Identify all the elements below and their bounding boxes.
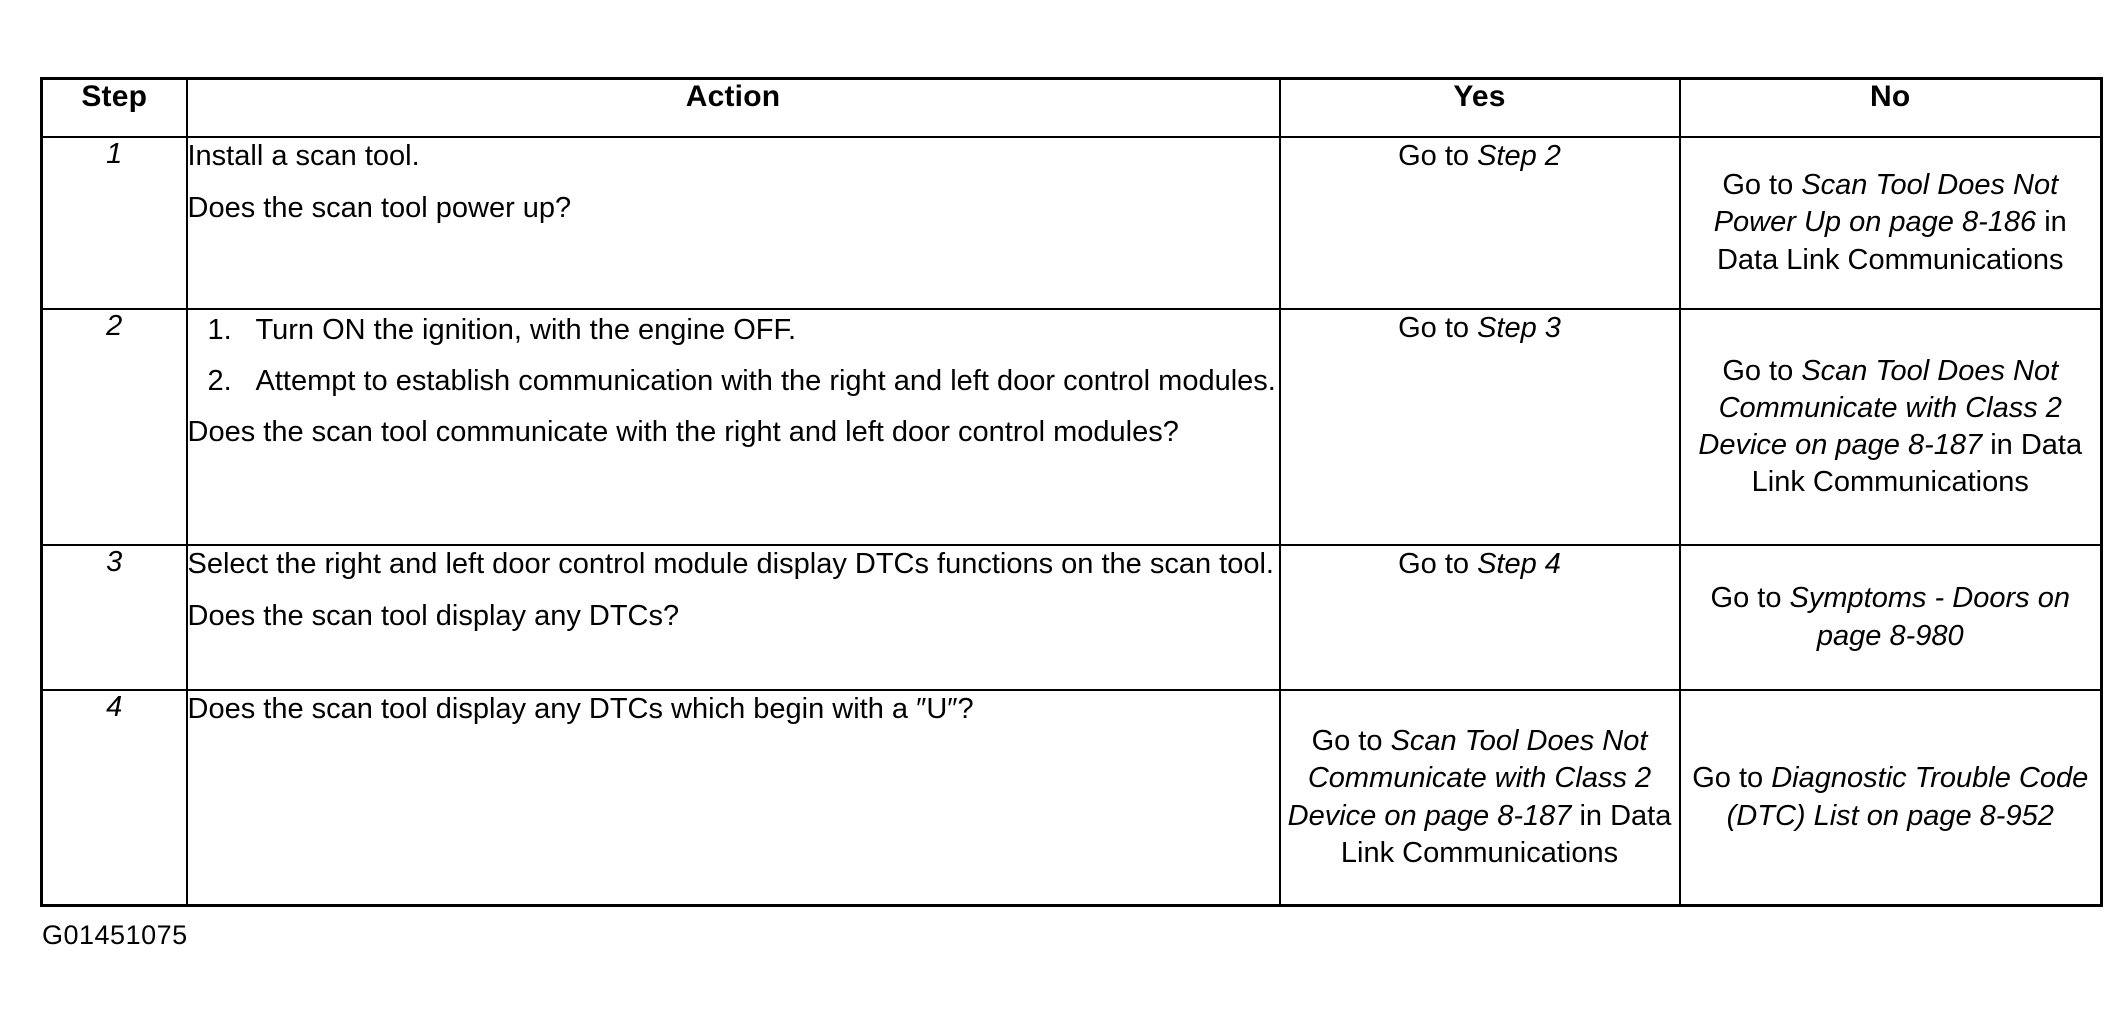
table-row: 1 Install a scan tool. Does the scan tool… [40, 136, 2103, 310]
action-paragraph: Does the scan tool display any DTCs whic… [187, 693, 974, 725]
cross-reference: Scan Tool Does Not Communicate with Clas… [1698, 354, 2062, 461]
branch-text: Go to [1722, 354, 1802, 387]
action-step-number: 2. [207, 365, 232, 398]
action-cell: Does the scan tool display any DTCs whic… [185, 689, 1281, 907]
cross-reference: Scan Tool Does Not Communicate with Clas… [1287, 725, 1652, 832]
action-content: 1. Turn ON the ignition, with the engine … [188, 312, 1279, 452]
yes-branch-cell: Go to Scan Tool Does Not Communicate wit… [1278, 689, 1681, 907]
step-number: 4 [40, 689, 188, 907]
branch-text: Go to [1398, 548, 1478, 580]
yes-branch-cell: Go to Step 2 [1278, 136, 1681, 310]
no-branch-text: Go to Scan Tool Does Not Communicate wit… [1681, 353, 2101, 501]
branch-text: Go to [1398, 140, 1478, 172]
action-step-number: 1. [207, 314, 232, 346]
branch-text: in Data Link Communications [1340, 799, 1672, 869]
column-header-yes: Yes [1278, 77, 1681, 138]
figure-id: G01451075 [42, 920, 188, 950]
branch-text: in Data Link Communications [1716, 206, 2067, 276]
cross-reference: Step 2 [1477, 140, 1561, 172]
action-paragraph: Select the right and left door control m… [187, 548, 1274, 580]
table-row: 4 Does the scan tool display any DTCs wh… [40, 689, 2103, 907]
step-number: 1 [40, 136, 188, 310]
no-branch-cell: Go to Symptoms - Doors on page 8-980 [1678, 544, 2103, 691]
cross-reference: Diagnostic Trouble Code (DTC) List on pa… [1726, 762, 2089, 832]
yes-branch-text: Go to Scan Tool Does Not Communicate wit… [1281, 723, 1679, 871]
action-step-item: 1. Turn ON the ignition, with the engine … [188, 312, 1279, 349]
step-number: 3 [40, 544, 188, 691]
branch-text: in Data Link Communications [1751, 429, 2083, 499]
action-paragraph: Does the scan tool communicate with the … [187, 416, 1179, 449]
step-number: 2 [40, 308, 188, 546]
branch-text: Go to [1722, 169, 1802, 202]
action-step-text: Attempt to establish communication with … [255, 365, 1276, 398]
table-body: 1 Install a scan tool. Does the scan tool… [40, 136, 2103, 907]
action-paragraph: Does the scan tool power up? [187, 191, 572, 224]
table-header: Step Action Yes No [40, 77, 2103, 138]
cross-reference: Scan Tool Does Not Power Up on page 8-18… [1713, 169, 2059, 239]
branch-text: Go to [1692, 762, 1772, 795]
yes-branch-cell: Go to Step 4 [1278, 544, 1681, 691]
action-cell: Install a scan tool. Does the scan tool p… [185, 136, 1281, 310]
yes-branch-cell: Go to Step 3 [1278, 308, 1681, 546]
branch-text: Go to [1398, 312, 1478, 344]
action-content: Install a scan tool. Does the scan tool p… [188, 138, 1279, 227]
no-branch-cell: Go to Diagnostic Trouble Code (DTC) List… [1678, 689, 2103, 907]
yes-branch-text: Go to Step 2 [1281, 138, 1679, 175]
no-branch-text: Go to Diagnostic Trouble Code (DTC) List… [1681, 760, 2101, 834]
branch-text: Go to [1710, 582, 1790, 615]
table-row: 3 Select the right and left door control… [40, 544, 2103, 691]
action-paragraph: Install a scan tool. [187, 140, 420, 172]
yes-branch-text: Go to Step 4 [1281, 546, 1679, 583]
no-branch-cell: Go to Scan Tool Does Not Power Up on pag… [1678, 136, 2103, 310]
cross-reference: Symptoms - Doors on page 8-980 [1789, 582, 2070, 652]
column-header-no: No [1678, 77, 2103, 138]
column-header-action: Action [185, 77, 1281, 138]
no-branch-cell: Go to Scan Tool Does Not Communicate wit… [1678, 308, 2103, 546]
diagnostic-table: Step Action Yes No 1 Install a scan tool… [40, 77, 2103, 907]
action-cell: 1. Turn ON the ignition, with the engine … [185, 308, 1281, 546]
action-step-item: 2. Attempt to establish communication wit… [188, 363, 1279, 400]
table-row: 2 1. Turn ON the ignition, with the engin… [40, 308, 2103, 546]
action-content: Does the scan tool display any DTCs whic… [188, 691, 1279, 729]
cross-reference: Step 3 [1477, 312, 1561, 344]
action-paragraph: Does the scan tool display any DTCs? [187, 599, 680, 632]
no-branch-text: Go to Symptoms - Doors on page 8-980 [1681, 580, 2101, 654]
action-content: Select the right and left door control m… [188, 546, 1279, 635]
header-row: Step Action Yes No [40, 77, 2103, 138]
cross-reference: Step 4 [1477, 548, 1561, 580]
yes-branch-text: Go to Step 3 [1281, 310, 1679, 347]
action-step-text: Turn ON the ignition, with the engine OF… [255, 314, 797, 346]
action-cell: Select the right and left door control m… [185, 544, 1281, 691]
branch-text: Go to [1311, 725, 1391, 758]
column-header-step: Step [40, 77, 188, 138]
no-branch-text: Go to Scan Tool Does Not Power Up on pag… [1681, 167, 2101, 278]
action-step-list: 1. Turn ON the ignition, with the engine … [188, 312, 1279, 400]
